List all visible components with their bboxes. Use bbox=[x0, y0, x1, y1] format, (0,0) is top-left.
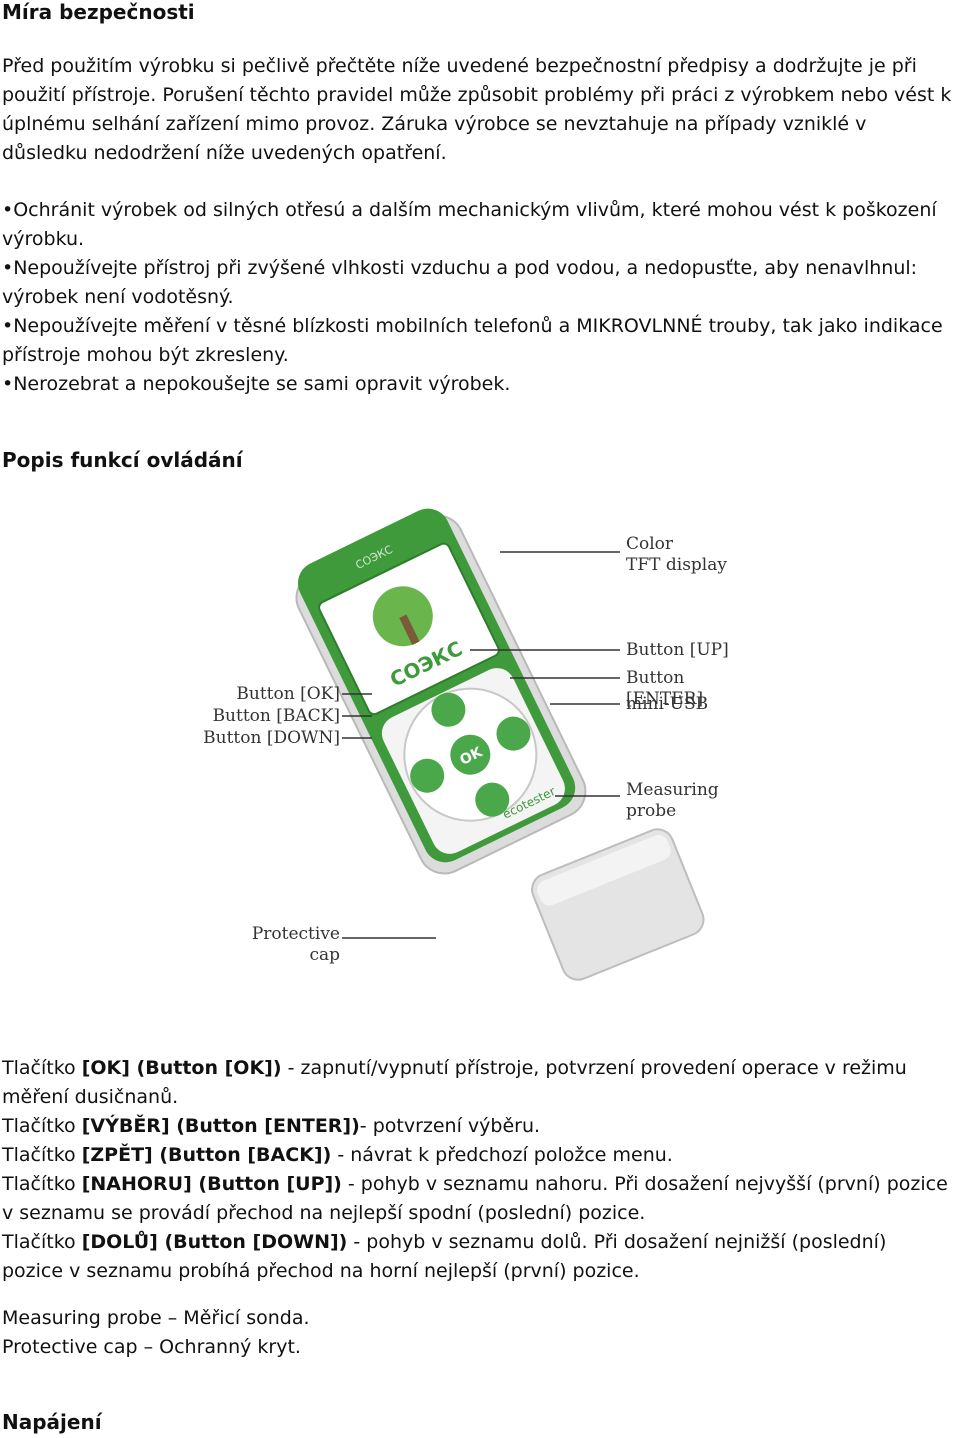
power-heading: Napájení bbox=[2, 1410, 102, 1434]
control-prefix: Tlačítko bbox=[2, 1144, 82, 1166]
control-button-name: [ZPĚT] (Button [BACK]) bbox=[81, 1144, 332, 1166]
control-item: Tlačítko [DOLŮ] (Button [DOWN]) - pohyb … bbox=[2, 1228, 952, 1286]
control-description: - zapnutí/vypnutí přístroje, potvrzení p… bbox=[2, 1057, 907, 1108]
control-button-name: [NAHORU] (Button [UP]) bbox=[81, 1173, 342, 1195]
back-button[interactable] bbox=[404, 753, 449, 798]
control-prefix: Tlačítko bbox=[2, 1173, 82, 1195]
control-button-name: [OK] (Button [OK]) bbox=[81, 1057, 282, 1079]
translation-notes: Measuring probe – Měřicí sonda. Protecti… bbox=[2, 1304, 310, 1362]
safety-rule: Ochránit výrobek od silných otřesú a dal… bbox=[2, 196, 952, 254]
control-item: Tlačítko [ZPĚT] (Button [BACK]) - návrat… bbox=[2, 1141, 952, 1170]
ok-button[interactable] bbox=[444, 728, 497, 781]
control-prefix: Tlačítko bbox=[2, 1057, 82, 1079]
protective-cap bbox=[531, 828, 705, 981]
control-item: Tlačítko [VÝBĚR] (Button [ENTER])- potvr… bbox=[2, 1112, 952, 1141]
safety-rules-list: Ochránit výrobek od silných otřesú a dal… bbox=[2, 196, 952, 399]
safety-rule: Nerozebrat a nepokoušejte se sami opravi… bbox=[2, 370, 952, 399]
callout-down: Button [DOWN] bbox=[203, 728, 340, 748]
enter-button[interactable] bbox=[491, 711, 536, 756]
note-line: Measuring probe – Měřicí sonda. bbox=[2, 1307, 310, 1329]
control-prefix: Tlačítko bbox=[2, 1231, 82, 1253]
control-item: Tlačítko [OK] (Button [OK]) - zapnutí/vy… bbox=[2, 1054, 952, 1112]
device-body: СОЭКС СОЭКС OK ecotester bbox=[295, 508, 587, 875]
control-description: - návrat k předchozí položce menu. bbox=[331, 1144, 673, 1166]
callout-ok: Button [OK] bbox=[236, 684, 340, 704]
callout-display: Color TFT display bbox=[626, 534, 727, 575]
up-button[interactable] bbox=[426, 687, 471, 732]
device-illustration: СОЭКС СОЭКС OK ecotester bbox=[295, 508, 705, 981]
device-figure: СОЭКС СОЭКС OK ecotester bbox=[200, 492, 760, 1012]
callout-back: Button [BACK] bbox=[212, 706, 340, 726]
control-description: - potvrzení výběru. bbox=[359, 1115, 541, 1137]
callout-up: Button [UP] bbox=[626, 640, 729, 660]
control-prefix: Tlačítko bbox=[2, 1115, 82, 1137]
down-button[interactable] bbox=[470, 777, 515, 822]
callout-enter: Button [ENTER] bbox=[626, 668, 704, 709]
note-line: Protective cap – Ochranný kryt. bbox=[2, 1336, 301, 1358]
safety-rule: Nepoužívejte přístroj při zvýšené vlhkos… bbox=[2, 254, 952, 312]
safety-rule: Nepoužívejte měření v těsné blízkosti mo… bbox=[2, 312, 952, 370]
callout-lines bbox=[342, 551, 620, 939]
callout-cap: Protective cap bbox=[251, 924, 340, 965]
callout-usb: mini-USB bbox=[626, 694, 709, 714]
control-item: Tlačítko [NAHORU] (Button [UP]) - pohyb … bbox=[2, 1170, 952, 1228]
control-button-name: [DOLŮ] (Button [DOWN]) bbox=[81, 1231, 348, 1253]
control-description: - pohyb v seznamu nahoru. Při dosažení n… bbox=[2, 1173, 948, 1224]
safety-heading: Míra bezpečnosti bbox=[2, 0, 195, 24]
controls-heading: Popis funkcí ovládání bbox=[2, 448, 243, 472]
safety-intro: Před použitím výrobku si pečlivě přečtět… bbox=[2, 55, 952, 164]
controls-description: Tlačítko [OK] (Button [OK]) - zapnutí/vy… bbox=[2, 1054, 952, 1286]
callout-probe: Measuring probe bbox=[626, 780, 719, 821]
control-description: - pohyb v seznamu dolů. Při dosažení nej… bbox=[2, 1231, 887, 1282]
control-button-name: [VÝBĚR] (Button [ENTER]) bbox=[81, 1115, 360, 1137]
